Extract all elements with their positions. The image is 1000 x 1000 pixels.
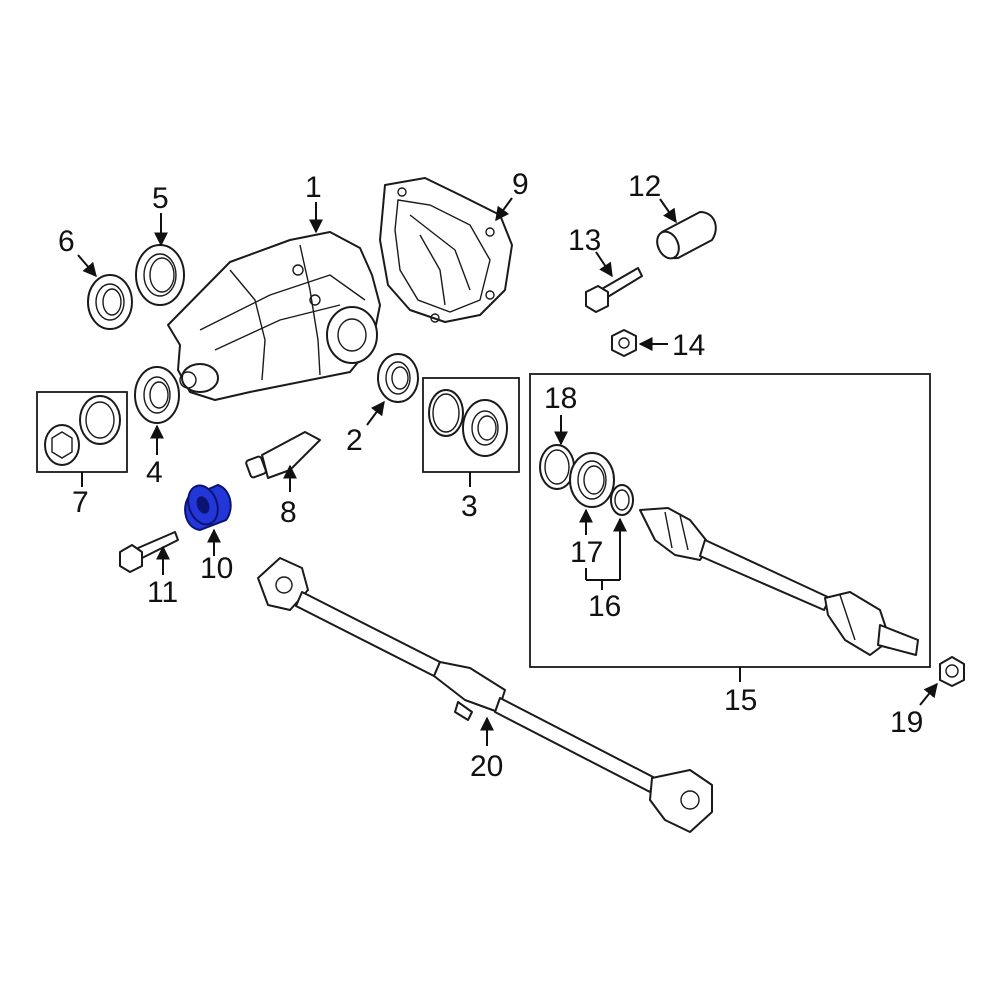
callout-11[interactable]: 11 bbox=[147, 576, 178, 609]
seal-icon[interactable] bbox=[87, 274, 133, 330]
seal-icon[interactable] bbox=[134, 366, 180, 424]
callout-1[interactable]: 1 bbox=[305, 171, 322, 204]
callout-labels: 1 2 3 4 5 6 7 8 9 10 11 12 13 14 15 16 1… bbox=[58, 168, 923, 783]
differential-housing-icon[interactable] bbox=[167, 231, 381, 401]
callout-20[interactable]: 20 bbox=[470, 750, 503, 783]
bolt-icon[interactable] bbox=[119, 531, 179, 573]
callout-13[interactable]: 13 bbox=[568, 224, 601, 257]
callout-14[interactable]: 14 bbox=[672, 329, 705, 362]
bushing-icon[interactable] bbox=[183, 481, 232, 532]
callout-15[interactable]: 15 bbox=[724, 684, 757, 717]
axle-shaft-icon[interactable] bbox=[529, 373, 931, 668]
sealant-tube-icon[interactable] bbox=[245, 431, 321, 479]
seal-kit-icon[interactable] bbox=[36, 391, 128, 473]
callout-7[interactable]: 7 bbox=[72, 486, 89, 519]
callout-10[interactable]: 10 bbox=[200, 552, 233, 585]
callout-12[interactable]: 12 bbox=[628, 170, 661, 203]
ring-kit-icon[interactable] bbox=[610, 484, 634, 516]
callout-6[interactable]: 6 bbox=[58, 225, 75, 258]
drive-shaft-icon[interactable] bbox=[257, 557, 713, 833]
differential-cover-icon[interactable] bbox=[379, 177, 513, 323]
callout-3[interactable]: 3 bbox=[461, 490, 478, 523]
leader-lines bbox=[77, 197, 938, 746]
callout-9[interactable]: 9 bbox=[512, 168, 529, 201]
callout-8[interactable]: 8 bbox=[280, 496, 297, 529]
callout-2[interactable]: 2 bbox=[346, 424, 363, 457]
seal-icon[interactable] bbox=[569, 452, 615, 508]
nut-icon[interactable] bbox=[939, 656, 965, 687]
callout-18[interactable]: 18 bbox=[544, 382, 577, 415]
seal-kit-icon[interactable] bbox=[422, 377, 520, 473]
bushing-icon[interactable] bbox=[653, 211, 717, 262]
seal-icon[interactable] bbox=[377, 353, 419, 403]
callout-5[interactable]: 5 bbox=[152, 182, 169, 215]
callout-19[interactable]: 19 bbox=[890, 706, 923, 739]
callout-4[interactable]: 4 bbox=[146, 456, 163, 489]
bolt-icon[interactable] bbox=[585, 267, 643, 313]
ring-icon[interactable] bbox=[539, 444, 575, 490]
seal-icon[interactable] bbox=[135, 244, 185, 306]
callout-17[interactable]: 17 bbox=[570, 536, 603, 569]
nut-icon[interactable] bbox=[611, 329, 637, 357]
callout-16[interactable]: 16 bbox=[588, 590, 621, 623]
